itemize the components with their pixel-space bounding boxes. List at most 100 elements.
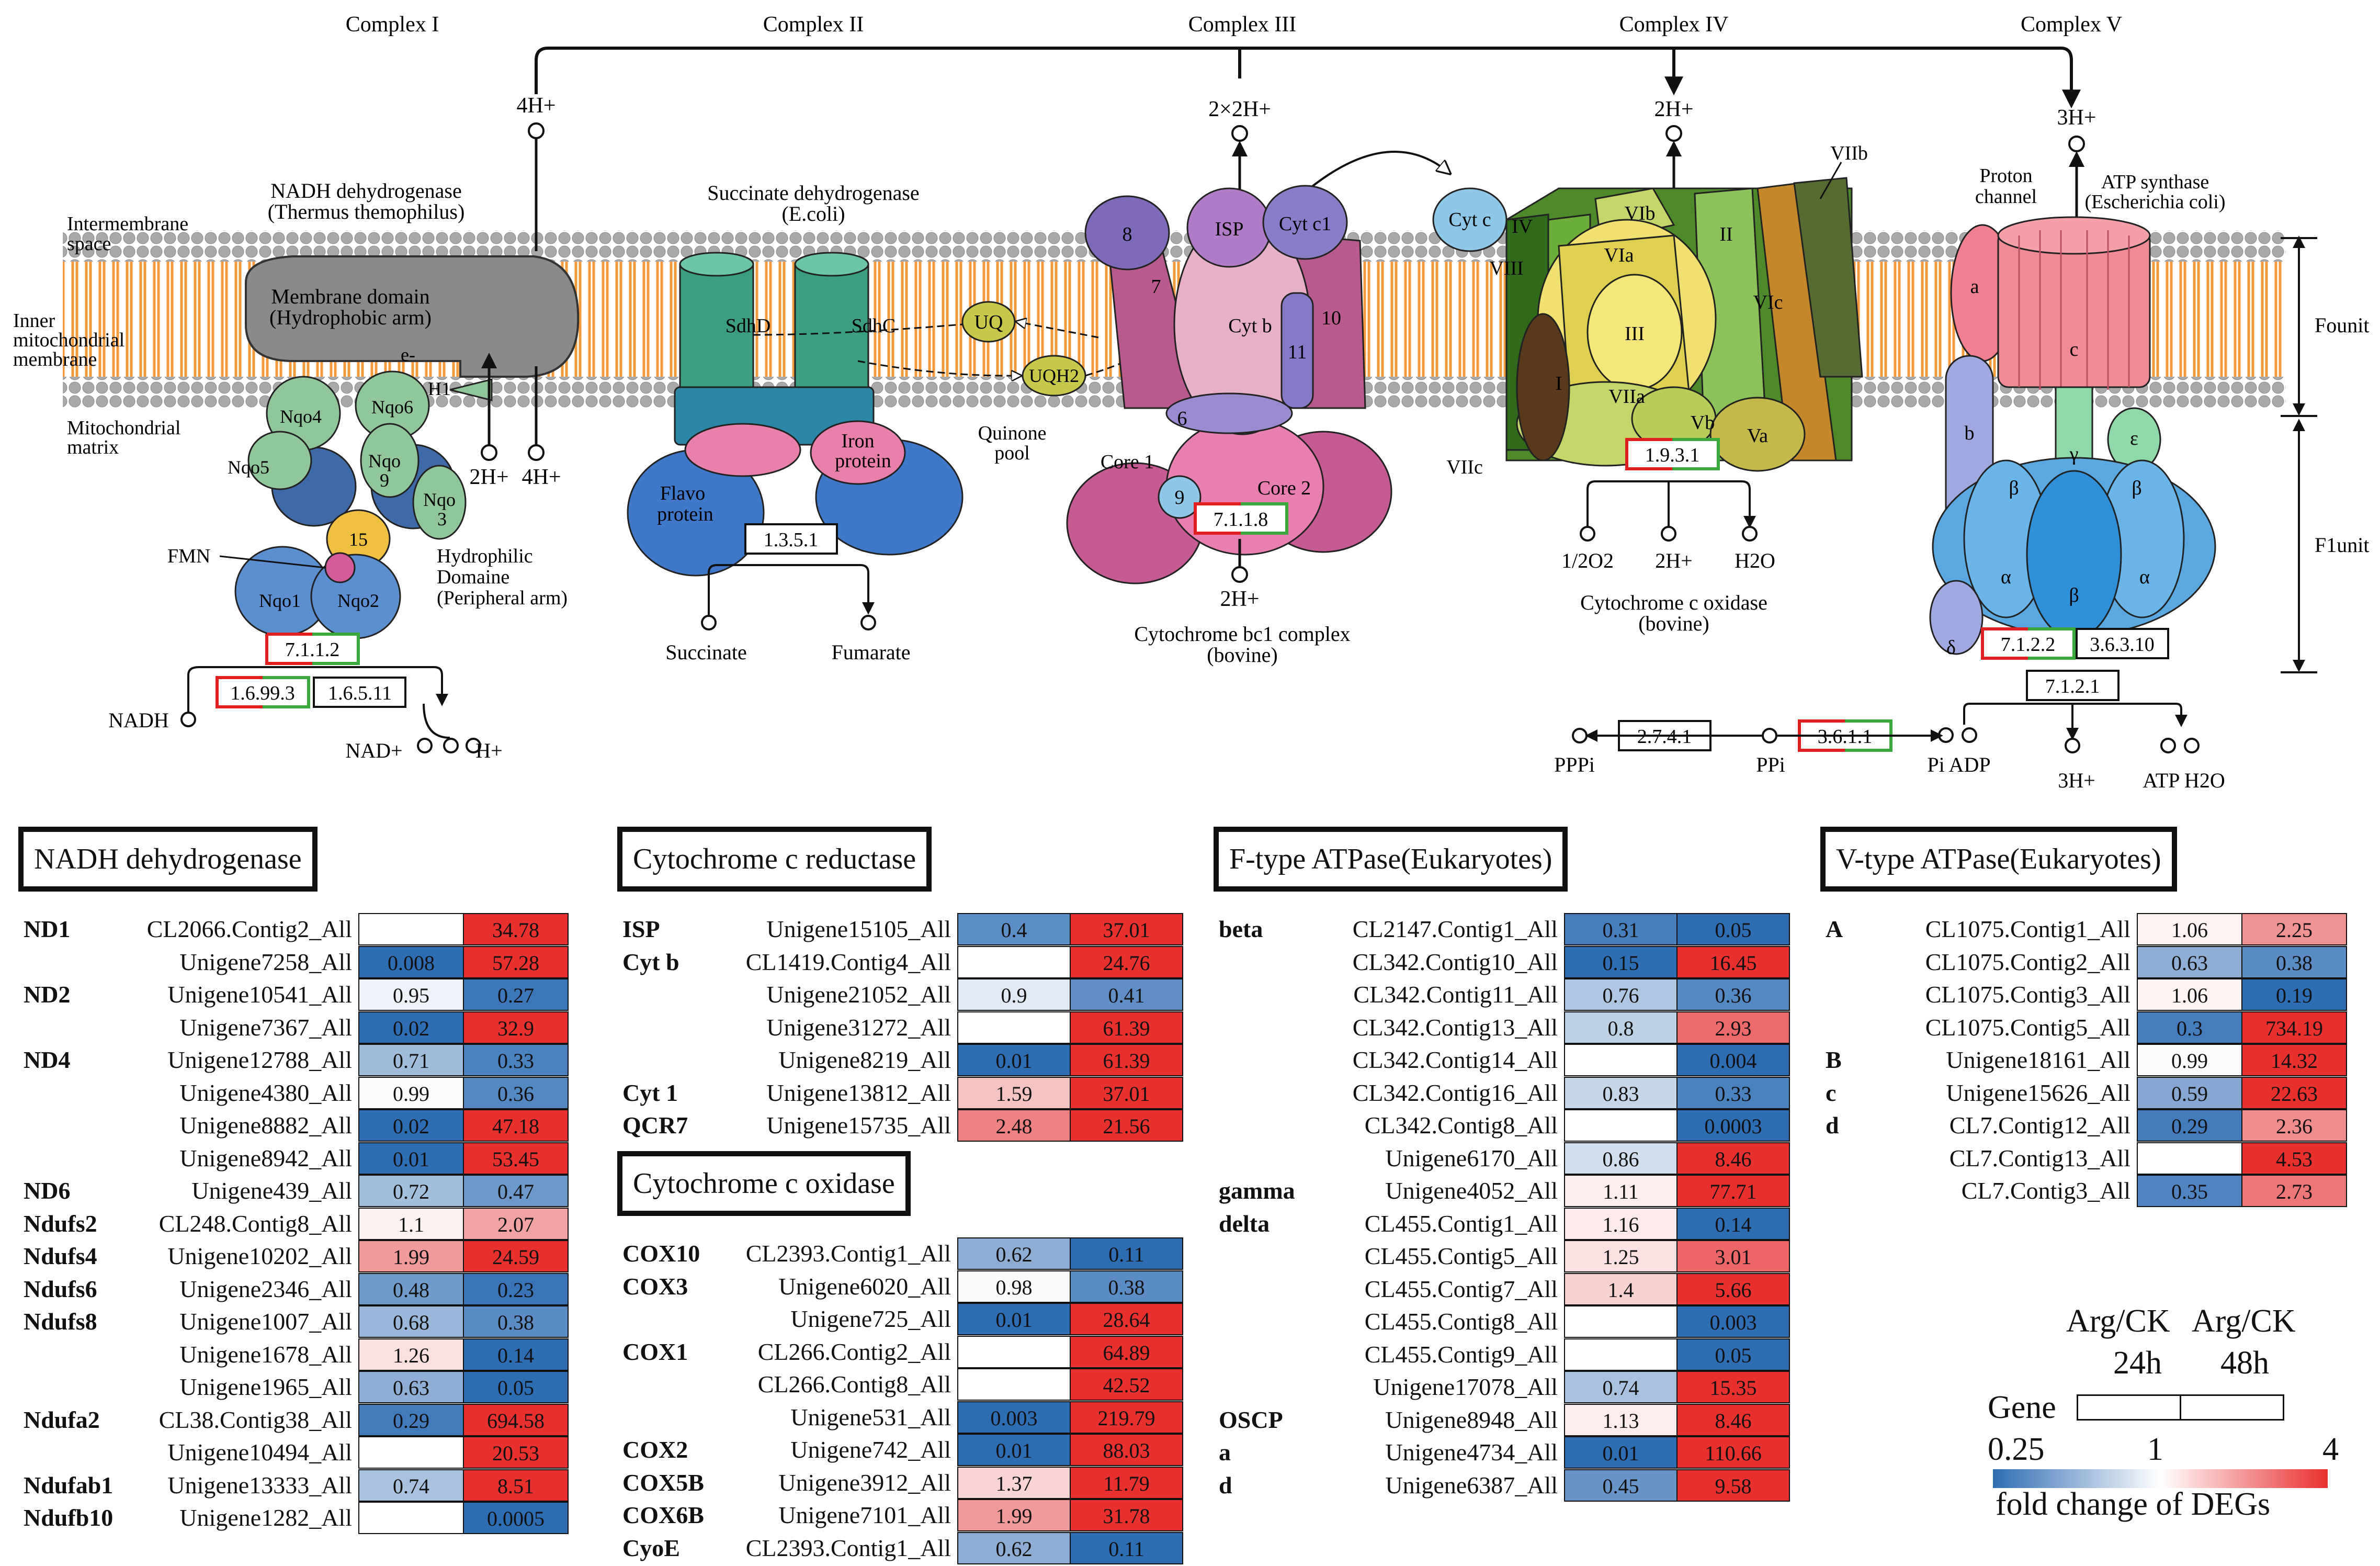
legend-gene-box-48h bbox=[2180, 1394, 2284, 1421]
legend-time-48h: 48h bbox=[2220, 1345, 2269, 1381]
svg-text:Inner: Inner bbox=[13, 310, 55, 332]
legend-max: 4 bbox=[2322, 1432, 2339, 1467]
svg-text:mitochondrial: mitochondrial bbox=[13, 329, 124, 351]
svg-text:(bovine): (bovine) bbox=[1207, 643, 1278, 667]
fold-change-cell-48h: 0.14 bbox=[1676, 1207, 1790, 1240]
gene-id: Unigene8942_All bbox=[179, 1144, 352, 1171]
fold-change-cell-24h: 1.25 bbox=[1564, 1240, 1678, 1272]
svg-text:(bovine): (bovine) bbox=[1638, 612, 1709, 635]
fold-change-cell-48h: 3.01 bbox=[1676, 1240, 1790, 1272]
complex-label-2: Complex II bbox=[763, 13, 864, 37]
fold-change-legend: Arg/CK Arg/CK 24h 48h Gene 0.25 1 4 fold… bbox=[1982, 1303, 2349, 1533]
svg-text:Nqo1: Nqo1 bbox=[259, 590, 301, 611]
complex-label-5: Complex V bbox=[2021, 13, 2122, 37]
fold-change-cell-24h: 0.01 bbox=[957, 1434, 1071, 1466]
fold-change-cell-24h: 1.26 bbox=[358, 1338, 464, 1371]
svg-text:(Escherichia coli): (Escherichia coli) bbox=[2084, 191, 2225, 213]
gene-id: Unigene1282_All bbox=[179, 1504, 352, 1531]
gene-name: a bbox=[1219, 1439, 1231, 1466]
fold-change-cell-48h: 0.41 bbox=[1070, 978, 1183, 1011]
svg-text:4H+: 4H+ bbox=[516, 94, 556, 118]
gene-id: CL2066.Contig2_All bbox=[146, 916, 352, 942]
fold-change-cell-48h: 37.01 bbox=[1070, 913, 1183, 945]
heatmap-title: V-type ATPase(Eukaryotes) bbox=[1820, 827, 2177, 892]
svg-text:2H+: 2H+ bbox=[1654, 97, 1693, 121]
svg-text:FMN: FMN bbox=[167, 545, 210, 567]
fold-change-cell-48h: 53.45 bbox=[463, 1142, 569, 1175]
fold-change-cell-24h: 1.06 bbox=[2137, 978, 2242, 1011]
svg-text:Membrane domain: Membrane domain bbox=[271, 285, 429, 308]
ec-1.6.5.11-box bbox=[313, 677, 406, 708]
svg-text:2H+: 2H+ bbox=[469, 465, 508, 489]
gene-id: Unigene31272_All bbox=[766, 1013, 951, 1041]
gene-id: Unigene10202_All bbox=[167, 1243, 352, 1269]
fold-change-cell-24h: 0.48 bbox=[358, 1272, 464, 1305]
svg-text:Proton: Proton bbox=[1979, 165, 2032, 187]
svg-text:Iron: Iron bbox=[841, 430, 874, 452]
svg-text:F1unit: F1unit bbox=[2315, 533, 2369, 557]
ec-7.1.2.1-box bbox=[2026, 670, 2120, 701]
svg-text:7.1.2.1: 7.1.2.1 bbox=[2045, 675, 2100, 697]
gene-id: Unigene2346_All bbox=[179, 1275, 352, 1302]
gene-id: CL342.Contig11_All bbox=[1353, 981, 1558, 1008]
gene-name: ND4 bbox=[24, 1046, 71, 1073]
fold-change-cell-24h bbox=[358, 1436, 464, 1469]
gene-name: QCR7 bbox=[622, 1112, 688, 1139]
svg-text:b: b bbox=[1965, 422, 1975, 444]
svg-text:α: α bbox=[2001, 566, 2011, 588]
svg-text:4H+: 4H+ bbox=[522, 465, 561, 489]
svg-text:Cyt c: Cyt c bbox=[1448, 209, 1491, 231]
gene-name: Cyt b bbox=[622, 948, 679, 975]
gene-id: CL1075.Contig5_All bbox=[1925, 1013, 2130, 1041]
svg-text:matrix: matrix bbox=[67, 436, 119, 458]
fold-change-cell-24h: 0.72 bbox=[358, 1175, 464, 1207]
fold-change-cell-48h: 0.004 bbox=[1676, 1044, 1790, 1076]
svg-text:SdhD: SdhD bbox=[726, 315, 771, 337]
fold-change-cell-48h: 0.05 bbox=[1676, 1338, 1790, 1371]
svg-text:Nqo: Nqo bbox=[423, 489, 456, 510]
gene-id: CL455.Contig9_All bbox=[1364, 1340, 1558, 1368]
gene-id: Unigene531_All bbox=[790, 1403, 951, 1430]
complex-label-3: Complex III bbox=[1188, 13, 1296, 37]
svg-text:membrane: membrane bbox=[13, 348, 97, 370]
heatmap-title: Cytochrome c oxidase bbox=[617, 1151, 911, 1216]
gene-name: Ndufs8 bbox=[24, 1308, 97, 1335]
fold-change-cell-24h bbox=[2137, 1142, 2242, 1175]
fold-change-cell-48h: 9.58 bbox=[1676, 1469, 1790, 1502]
svg-text:NAD+: NAD+ bbox=[345, 739, 402, 762]
fold-change-cell-24h: 1.06 bbox=[2137, 913, 2242, 945]
oxphos-pathway-diagram: Complex I Complex II Complex III Complex… bbox=[13, 13, 2369, 792]
fold-change-cell-24h: 0.01 bbox=[1564, 1436, 1678, 1469]
fold-change-cell-48h: 11.79 bbox=[1070, 1466, 1183, 1499]
complex-label-4: Complex IV bbox=[1619, 13, 1729, 37]
fold-change-cell-48h: 2.36 bbox=[2241, 1109, 2347, 1142]
fold-change-cell-48h: 0.14 bbox=[463, 1338, 569, 1371]
svg-text:(Peripheral arm): (Peripheral arm) bbox=[437, 587, 568, 609]
fold-change-cell-48h: 22.63 bbox=[2241, 1076, 2347, 1109]
fold-change-cell-24h: 0.74 bbox=[1564, 1371, 1678, 1403]
fold-change-cell-24h: 2.48 bbox=[957, 1109, 1071, 1142]
gene-name: ISP bbox=[622, 916, 660, 942]
fold-change-cell-48h: 20.53 bbox=[463, 1436, 569, 1469]
svg-text:UQH2: UQH2 bbox=[1029, 365, 1079, 386]
region-labels: Intermembrane space Inner mitochondrial … bbox=[13, 213, 188, 458]
fold-change-cell-48h: 16.45 bbox=[1676, 945, 1790, 978]
heatmap-title: F-type ATPase(Eukaryotes) bbox=[1214, 827, 1568, 892]
svg-text:9: 9 bbox=[380, 470, 389, 491]
gene-id: Unigene8882_All bbox=[179, 1112, 352, 1139]
svg-text:Cyt b: Cyt b bbox=[1228, 315, 1272, 337]
gene-id: Unigene8219_All bbox=[778, 1046, 951, 1073]
gene-name: Ndufs4 bbox=[24, 1243, 97, 1269]
svg-text:3H+: 3H+ bbox=[2058, 769, 2095, 792]
fold-change-cell-24h: 1.1 bbox=[358, 1207, 464, 1240]
gene-name: ND2 bbox=[24, 981, 71, 1008]
gene-name: d bbox=[1219, 1471, 1232, 1499]
svg-text:ATP H2O: ATP H2O bbox=[2143, 769, 2225, 792]
fold-change-cell-24h: 0.76 bbox=[1564, 978, 1678, 1011]
gene-name: CyoE bbox=[622, 1534, 680, 1561]
fold-change-cell-24h: 0.95 bbox=[358, 978, 464, 1011]
svg-text:VIa: VIa bbox=[1604, 244, 1634, 266]
svg-text:3.6.3.10: 3.6.3.10 bbox=[2090, 634, 2155, 656]
svg-text:ATP synthase: ATP synthase bbox=[2101, 171, 2209, 193]
fold-change-cell-48h: 28.64 bbox=[1070, 1303, 1183, 1335]
